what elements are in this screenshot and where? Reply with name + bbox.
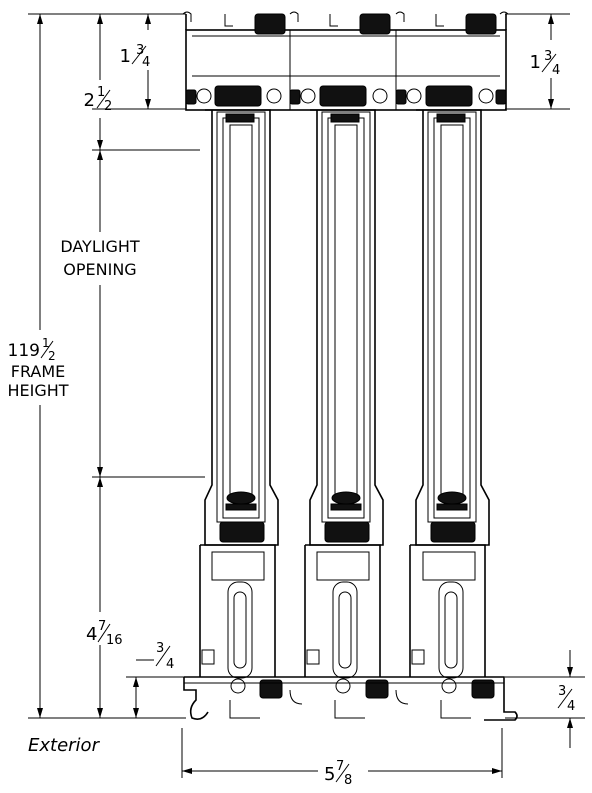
fraction-numerator: 7: [336, 759, 344, 774]
label-width: 5 7 8: [324, 759, 352, 788]
fraction-whole: 2: [84, 90, 95, 111]
label-frame-height: 119 1 2: [8, 336, 56, 363]
sash-panel-center: [309, 109, 384, 546]
frame-height-label-line2: FRAME: [11, 362, 66, 381]
fraction-whole: 119: [8, 341, 40, 361]
fraction-numerator: 1: [97, 85, 105, 100]
label-bottom-left-small: 3 4: [155, 641, 174, 672]
fraction-denominator: 4: [142, 55, 150, 70]
fraction-denominator: 8: [344, 773, 352, 788]
head-frame: [182, 11, 509, 111]
fraction-denominator: 2: [48, 349, 56, 363]
fraction-whole: 5: [324, 764, 335, 785]
sill-frame: [183, 676, 518, 721]
daylight-label-line2: OPENING: [63, 260, 136, 279]
fraction-numerator: 3: [156, 641, 164, 656]
fraction-whole: 1: [530, 52, 541, 73]
dimension-arrows: [37, 14, 573, 774]
fraction-numerator: 3: [136, 43, 144, 58]
fraction-denominator: 4: [552, 63, 560, 78]
fraction-numerator: 3: [544, 49, 552, 64]
exterior-label: Exterior: [28, 735, 101, 756]
daylight-label-line1: DAYLIGHT: [60, 237, 140, 256]
fraction-denominator: 4: [567, 699, 575, 714]
fraction-numerator: 3: [558, 684, 566, 699]
sash-panel-right: [415, 109, 490, 546]
bottom-rails: [199, 544, 495, 699]
fraction-numerator: 1: [42, 336, 50, 350]
fraction-denominator: 4: [166, 657, 174, 672]
fraction-whole: 1: [120, 46, 131, 67]
label-top-left-small: 1 3 4: [120, 43, 151, 70]
label-top-right: 1 3 4: [530, 49, 561, 78]
label-bottom-large: 4 7 16: [86, 619, 123, 648]
label-top-left-large: 2 1 2: [84, 85, 113, 114]
fraction-denominator: 16: [106, 633, 123, 648]
fraction-denominator: 2: [104, 99, 112, 114]
fraction-whole: 4: [86, 624, 97, 645]
sash-panel-left: [204, 109, 279, 546]
fraction-numerator: 7: [98, 619, 106, 634]
label-bottom-right-small: 3 4: [557, 684, 575, 714]
frame-height-label-line3: HEIGHT: [7, 381, 68, 400]
